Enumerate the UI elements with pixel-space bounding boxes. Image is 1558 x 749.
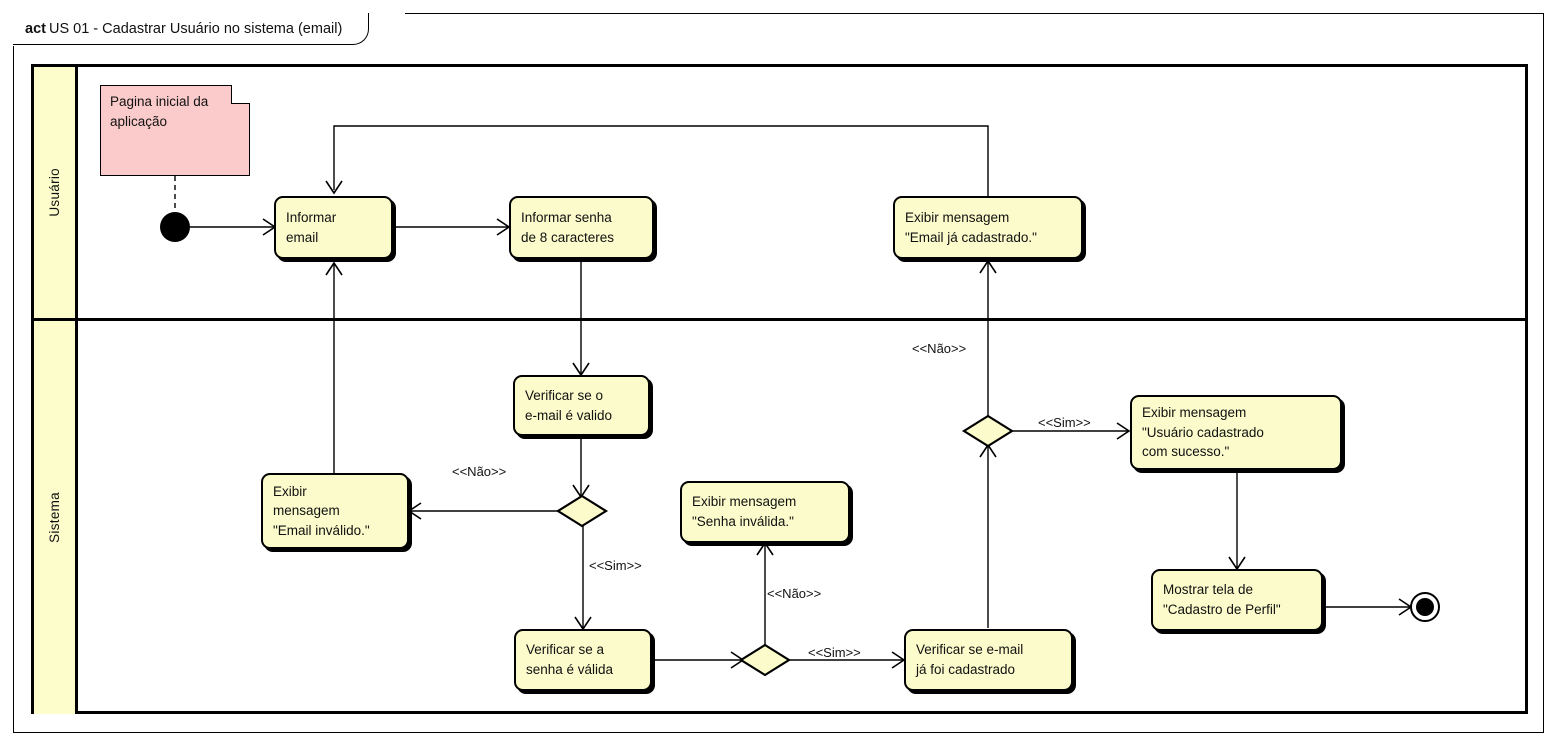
final-node[interactable] [1410, 592, 1440, 622]
guard-cadastrado-sim: <<Sim>> [1038, 415, 1091, 430]
guard-senha-nao: <<Não>> [767, 586, 822, 601]
swimlane-sistema-header: Sistema [34, 321, 78, 714]
swimlane-sistema-label: Sistema [47, 492, 62, 543]
action-mostrar-cadastro-perfil[interactable]: Mostrar tela de "Cadastro de Perfil" [1151, 569, 1323, 631]
guard-email-sim: <<Sim>> [589, 558, 642, 573]
action-exibir-senha-invalida[interactable]: Exibir mensagem "Senha inválida." [680, 481, 850, 543]
action-exibir-senha-invalida-label: Exibir mensagem "Senha inválida." [692, 494, 797, 529]
guard-cadastrado-nao: <<Não>> [912, 341, 967, 356]
action-verificar-email-cadastrado-label: Verificar se e-mail já foi cadastrado [916, 642, 1024, 677]
note-pagina-inicial: Pagina inicial da aplicação [100, 85, 250, 176]
action-verificar-senha-valida[interactable]: Verificar se a senha é válida [514, 629, 652, 691]
swimlane-usuario: Usuário [34, 67, 1525, 321]
frame-title-tab: act US 01 - Cadastrar Usuário no sistema… [13, 13, 370, 45]
action-informar-senha-label: Informar senha de 8 caracteres [521, 209, 615, 245]
action-verificar-email-valido[interactable]: Verificar se o e-mail é valido [513, 375, 650, 436]
initial-node[interactable] [160, 212, 190, 242]
swimlane-sistema: Sistema [34, 321, 1525, 714]
action-informar-email-label: Informar email [286, 209, 337, 245]
action-exibir-email-ja-cadastrado[interactable]: Exibir mensagem "Email já cadastrado." [893, 196, 1083, 259]
swimlane-usuario-label: Usuário [47, 168, 62, 217]
guard-email-nao: <<Não>> [452, 464, 507, 479]
action-verificar-email-valido-label: Verificar se o e-mail é valido [525, 387, 613, 423]
action-informar-email[interactable]: Informar email [274, 196, 393, 259]
action-exibir-email-ja-cadastrado-label: Exibir mensagem "Email já cadastrado." [905, 209, 1037, 245]
action-exibir-email-invalido-label: Exibir mensagem "Email inválido." [273, 483, 370, 538]
guard-senha-sim: <<Sim>> [808, 645, 861, 660]
action-verificar-email-cadastrado[interactable]: Verificar se e-mail já foi cadastrado [904, 629, 1073, 691]
frame-title-label: US 01 - Cadastrar Usuário no sistema (em… [48, 20, 343, 37]
action-exibir-sucesso[interactable]: Exibir mensagem "Usuário cadastrado com … [1130, 395, 1342, 470]
diagram-frame [13, 13, 1544, 733]
action-exibir-email-invalido[interactable]: Exibir mensagem "Email inválido." [261, 473, 409, 549]
frame-kind-label: act [25, 20, 46, 37]
action-mostrar-cadastro-perfil-label: Mostrar tela de "Cadastro de Perfil" [1163, 582, 1281, 617]
final-node-core [1416, 598, 1434, 616]
note-fold-corner [231, 85, 250, 104]
action-exibir-sucesso-label: Exibir mensagem "Usuário cadastrado com … [1142, 405, 1264, 460]
swimlane-usuario-header: Usuário [34, 67, 78, 318]
action-verificar-senha-valida-label: Verificar se a senha é válida [526, 642, 614, 677]
action-informar-senha[interactable]: Informar senha de 8 caracteres [509, 196, 654, 259]
note-text: Pagina inicial da aplicação [110, 94, 209, 129]
